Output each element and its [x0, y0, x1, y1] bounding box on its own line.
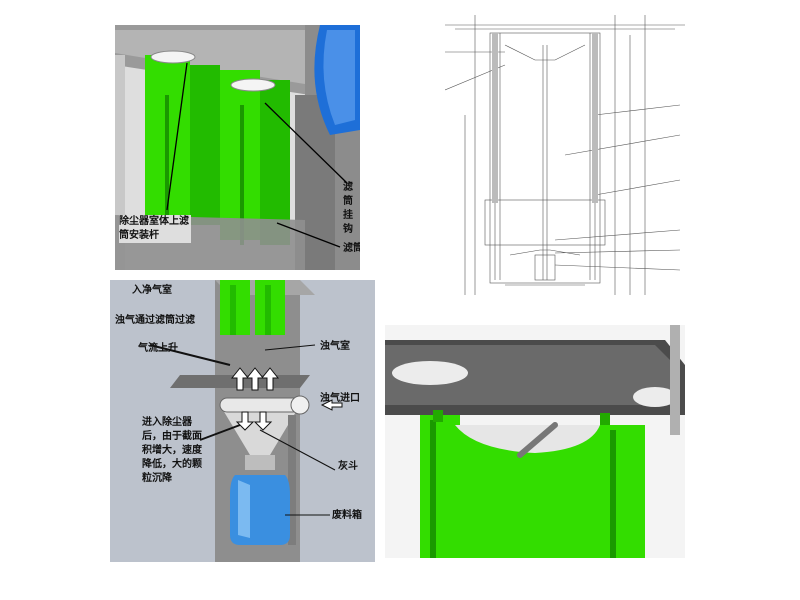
filter-label: 滤筒 — [343, 243, 360, 254]
clean-chamber-label: 入净气室 — [132, 285, 172, 296]
inlet-label: 浊气进口 — [320, 393, 360, 404]
filtering-label: 浊气通过滤筒过滤 — [115, 315, 195, 326]
airflow-illustration — [110, 280, 375, 562]
filter-rod-label: 除尘器室体上滤筒安装杆 — [119, 215, 191, 243]
airflow-up-label: 气流上升 — [138, 343, 178, 354]
hopper-label: 灰斗 — [338, 461, 358, 472]
filter-mounting-illustration — [115, 25, 360, 270]
settling-label: 进入除尘器后，由于截面积增大，速度降低，大的颗粒沉降 — [142, 417, 202, 484]
hook-closeup-illustration — [385, 325, 685, 558]
airflow-diagram: 入净气室 浊气通过滤筒过滤 气流上升 浊气室 浊气进口 进入除尘器后，由于截面积… — [110, 280, 375, 562]
dirty-chamber-label: 浊气室 — [320, 341, 350, 352]
filter-mounting-render: 除尘器室体上滤筒安装杆 滤筒挂钩 滤筒 — [115, 25, 360, 270]
hook-closeup-render — [385, 325, 685, 558]
waste-box-label: 废料箱 — [332, 510, 362, 521]
filter-technical-drawing — [445, 15, 685, 295]
filter-hook-label: 滤筒挂钩 — [343, 182, 353, 235]
technical-drawing — [445, 15, 685, 295]
